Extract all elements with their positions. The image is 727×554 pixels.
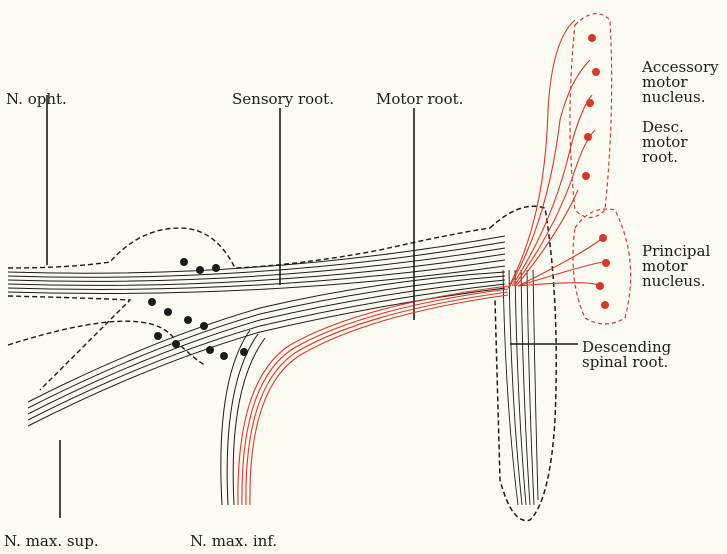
label-principal-motor-nucleus: Principal motor nucleus. xyxy=(642,244,710,289)
sensory-fibers xyxy=(8,236,505,505)
label-n-max-sup: N. max. sup. xyxy=(4,534,99,549)
motor-neurons xyxy=(582,34,610,309)
motor-nuclei-outlines xyxy=(570,14,631,324)
label-leader-lines xyxy=(47,95,578,518)
descending-spinal-fibers xyxy=(503,270,538,505)
label-n-opht: N. opht. xyxy=(6,92,67,107)
motor-nucleus-fibers xyxy=(508,20,603,288)
label-motor-root: Motor root. xyxy=(376,92,463,107)
label-n-max-inf: N. max. inf. xyxy=(190,534,277,549)
label-sensory-root: Sensory root. xyxy=(232,92,334,107)
label-descending-spinal-root: Descending spinal root. xyxy=(582,340,671,370)
ganglion-outline xyxy=(8,228,490,390)
motor-root-fibers xyxy=(238,286,508,505)
label-desc-motor-root: Desc. motor root. xyxy=(642,120,687,165)
label-accessory-motor-nucleus: Accessory motor nucleus. xyxy=(642,60,719,105)
